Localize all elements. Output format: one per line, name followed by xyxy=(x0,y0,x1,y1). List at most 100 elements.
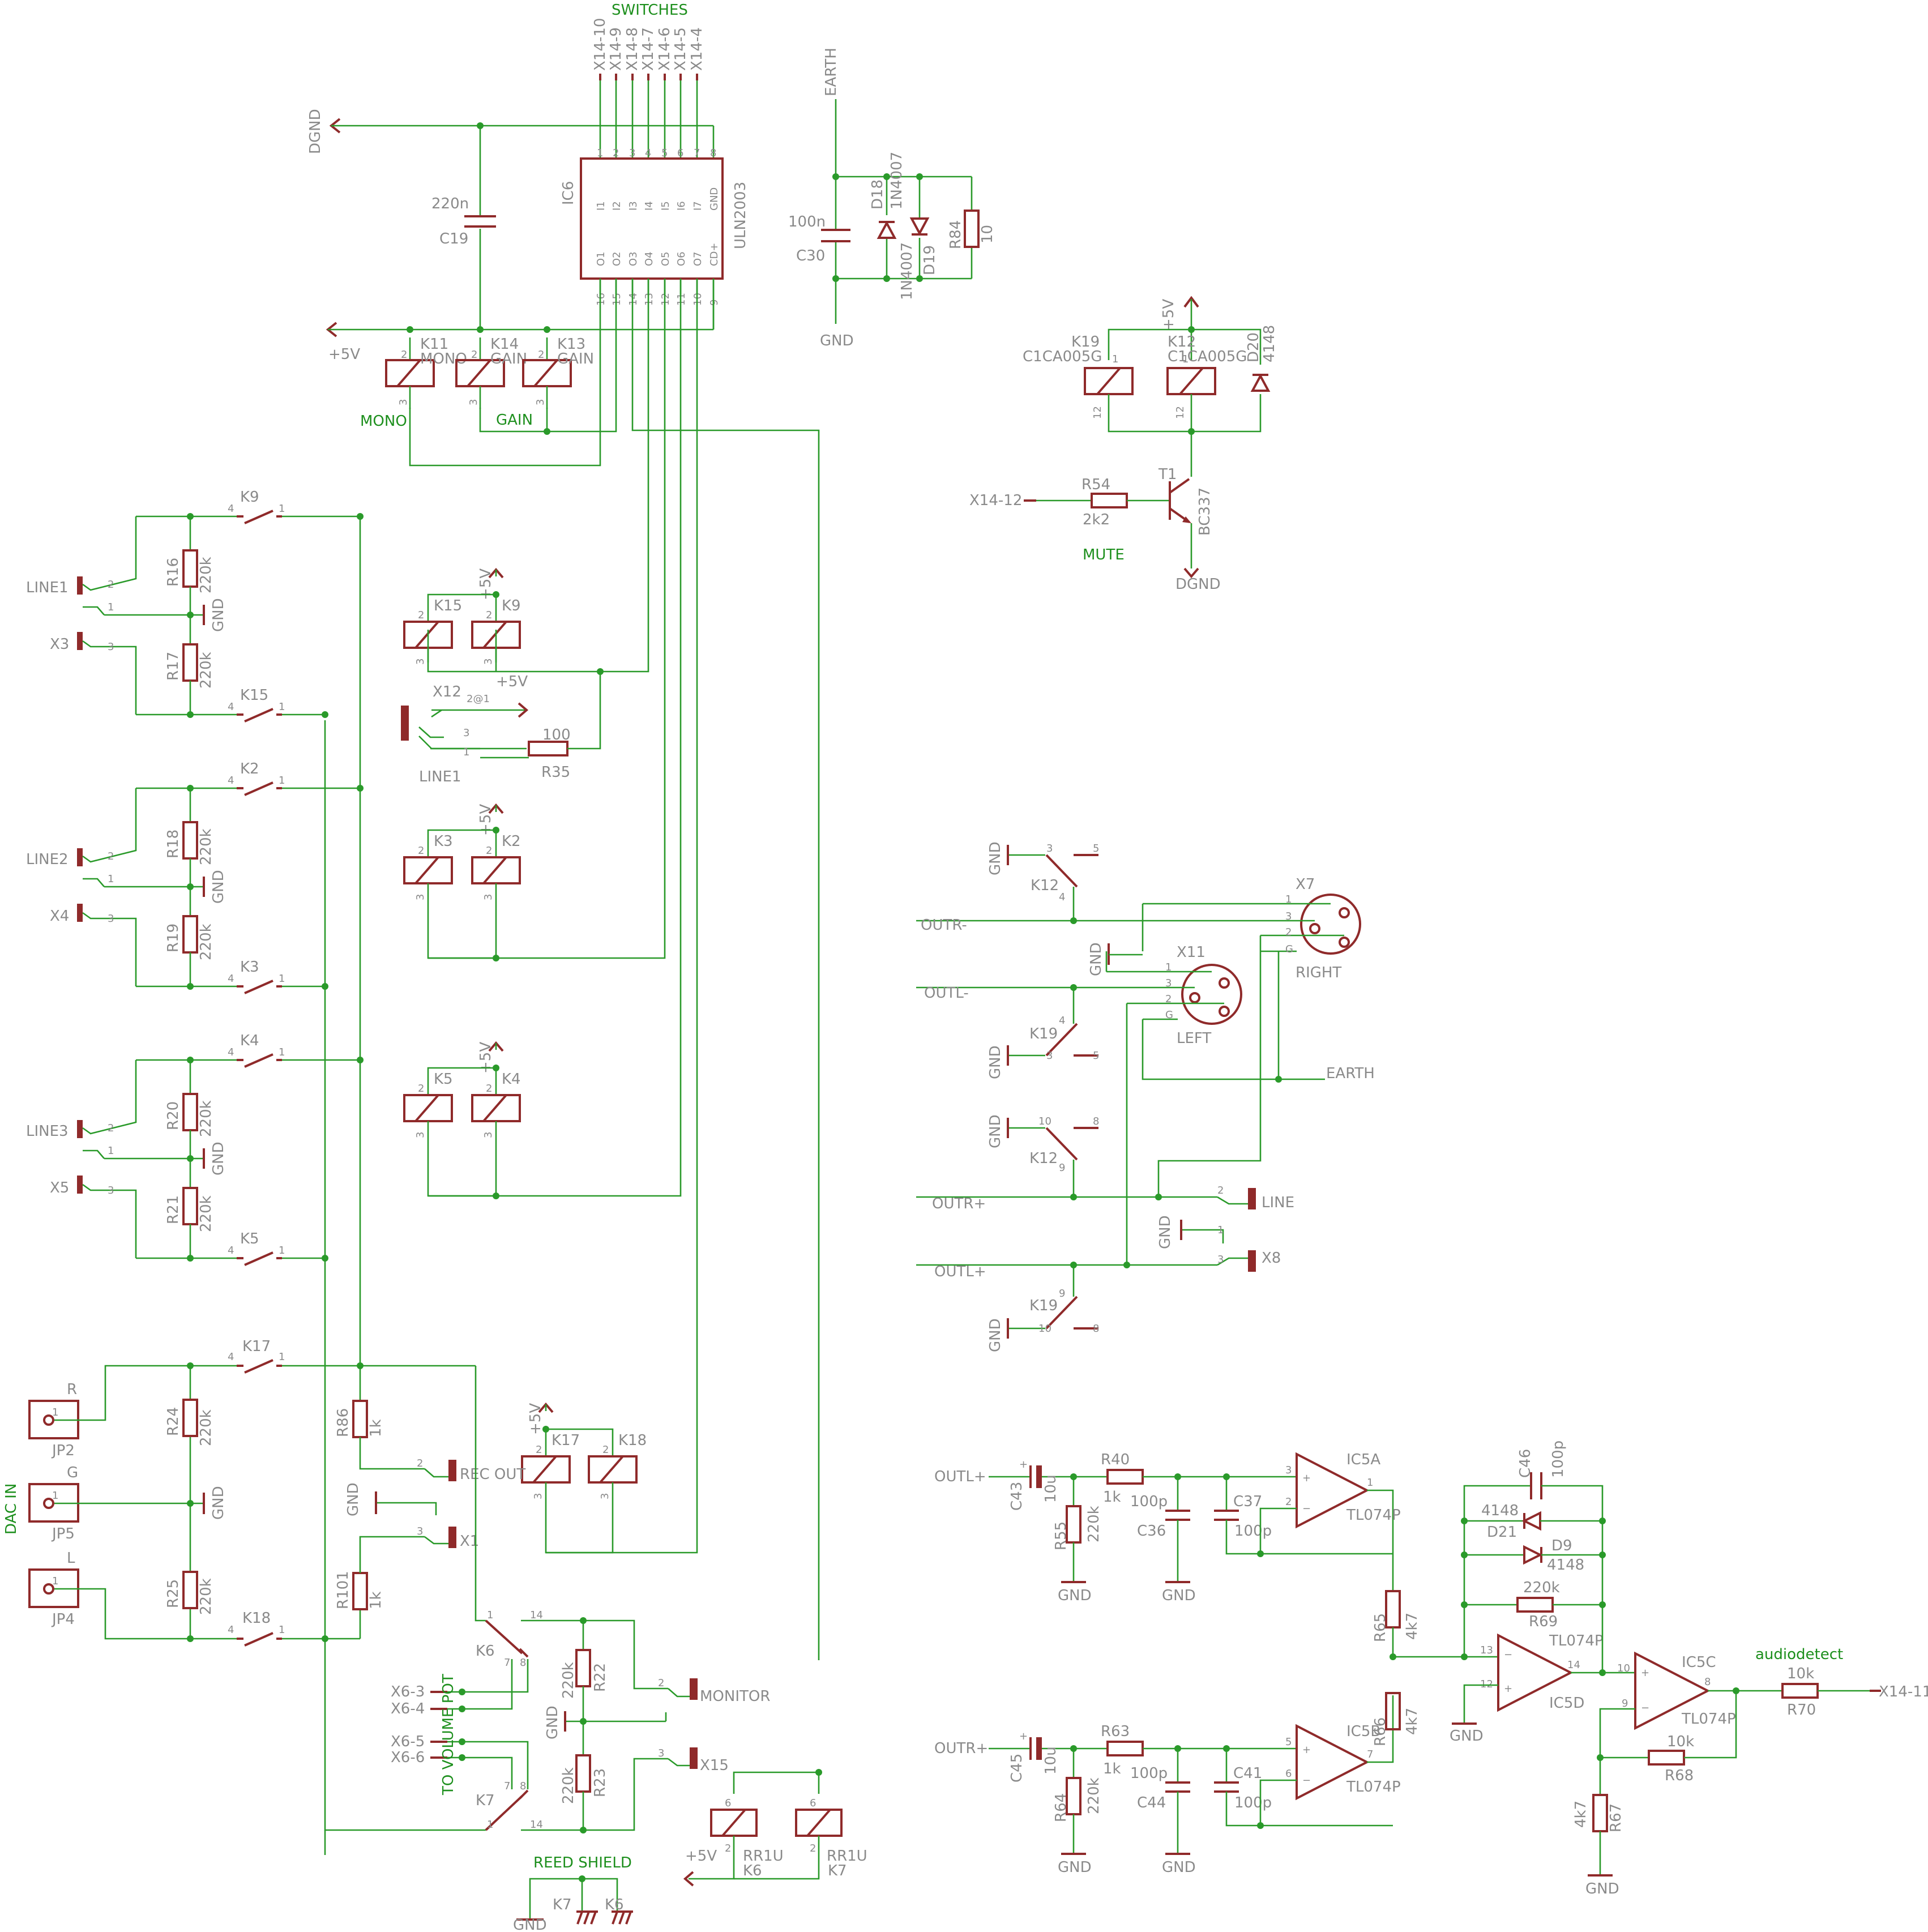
x1-gnd-label: GND xyxy=(345,1482,362,1516)
reed-plus5-label: +5V xyxy=(685,1848,717,1865)
ic6-bottom-pin-6: 11 xyxy=(676,293,687,306)
ic6-input-5: I5 xyxy=(660,201,672,211)
filter_right-r-series-name: R63 xyxy=(1101,1723,1130,1740)
svg-text:8: 8 xyxy=(1093,1323,1099,1335)
svg-text:3: 3 xyxy=(414,659,426,665)
svg-text:3: 3 xyxy=(482,894,494,900)
r86-name: R86 xyxy=(335,1408,352,1437)
r23-value: 220k xyxy=(560,1767,577,1804)
dac-jack-name-3: JP4 xyxy=(51,1611,75,1628)
filter_right-gnd-b: GND xyxy=(1162,1859,1196,1876)
monitor-gnd-label: GND xyxy=(544,1706,561,1739)
outr-minus-label: OUTR- xyxy=(921,917,967,934)
svg-text:5: 5 xyxy=(1093,1050,1099,1062)
ic6-name: IC6 xyxy=(560,181,577,205)
svg-text:1: 1 xyxy=(487,1609,493,1621)
x7-name: X7 xyxy=(1296,876,1315,893)
r70-name: R70 xyxy=(1787,1702,1816,1719)
k12-mute-value: C1CA005G xyxy=(1168,348,1247,365)
ic6-output-7: O7 xyxy=(692,251,704,266)
right-label: RIGHT xyxy=(1296,964,1341,981)
coil-pair-2-a: K3 xyxy=(434,833,453,850)
input-rb-name-1: R17 xyxy=(165,652,182,681)
audiodetect-net: audiodetect xyxy=(1755,1646,1843,1663)
x6-5-label: X6-5 xyxy=(391,1733,425,1750)
svg-text:2: 2 xyxy=(401,349,407,361)
reed-shield-label: REED SHIELD xyxy=(533,1854,632,1871)
input-switch-b-1: K15 xyxy=(240,687,268,704)
ic6-input-6: I6 xyxy=(676,201,687,211)
dac-jack-name-1: JP2 xyxy=(51,1442,75,1459)
dgnd-bus: DGND xyxy=(307,109,715,330)
r69-value: 220k xyxy=(1523,1579,1560,1596)
svg-text:3: 3 xyxy=(1217,1254,1224,1266)
filter_left-gnd-a: GND xyxy=(1058,1587,1092,1604)
top-relay-value-2: GAIN xyxy=(490,351,527,367)
to-volume-pot-label: TO VOLUME POT xyxy=(440,1674,457,1796)
x14-pin-10: X14-10 xyxy=(592,18,609,71)
ic6-top-pin-3: 3 xyxy=(629,147,635,159)
ic6-top-pin-7: 7 xyxy=(694,147,700,159)
dac-gnd-label: GND xyxy=(210,1486,227,1520)
svg-text:+: + xyxy=(1019,1459,1028,1471)
svg-text:9: 9 xyxy=(1059,1288,1065,1300)
svg-text:2: 2 xyxy=(418,845,424,857)
filter_right-r-series-value: 1k xyxy=(1103,1760,1121,1777)
top-relay-name-2: K14 xyxy=(490,336,519,353)
svg-text:4: 4 xyxy=(228,1245,234,1256)
svg-text:2: 2 xyxy=(108,1122,114,1134)
svg-text:2: 2 xyxy=(1217,1185,1224,1196)
svg-text:4: 4 xyxy=(228,775,234,787)
input-rb-name-3: R21 xyxy=(165,1195,182,1224)
k12-contact-a: K12 xyxy=(1031,877,1059,894)
dac-jack-name-2: JP5 xyxy=(51,1525,75,1542)
filter_right-gnd-a: GND xyxy=(1058,1859,1092,1876)
svg-text:12: 12 xyxy=(1174,406,1186,419)
x12-connector: X12 2@1 31 LINE1 100 R35 xyxy=(401,672,601,785)
svg-text:1: 1 xyxy=(52,1575,58,1587)
svg-text:1: 1 xyxy=(1367,1477,1373,1489)
coil-pair-4-a: K17 xyxy=(552,1432,580,1449)
svg-text:8: 8 xyxy=(1093,1115,1099,1127)
dac-jack-letter-2: G xyxy=(67,1464,78,1481)
svg-text:9: 9 xyxy=(1622,1698,1628,1709)
c46-value: 100p xyxy=(1550,1441,1567,1478)
input-rb-name-2: R19 xyxy=(165,924,182,952)
r23-name: R23 xyxy=(592,1768,609,1797)
input-ra-name-3: R20 xyxy=(165,1101,182,1130)
mute-net: MUTE xyxy=(1083,546,1125,563)
input-conn-1: X3 xyxy=(50,636,69,653)
svg-text:3: 3 xyxy=(532,1493,544,1499)
k17-switch-name: K17 xyxy=(242,1338,271,1355)
input-switch-a-3: K4 xyxy=(240,1032,259,1049)
svg-text:1: 1 xyxy=(279,1046,285,1058)
svg-text:3: 3 xyxy=(414,1132,426,1138)
d21-name: D21 xyxy=(1487,1524,1517,1541)
filter_left-r-shunt-value: 220k xyxy=(1085,1506,1102,1542)
svg-text:8: 8 xyxy=(520,1657,526,1669)
ic6-bottom-pin-7: 10 xyxy=(692,293,704,306)
t1-dgnd-label: DGND xyxy=(1175,576,1221,593)
top-relay-value-3: GAIN xyxy=(557,351,594,367)
ic6-top-pin-8: 8 xyxy=(710,147,716,159)
svg-text:4: 4 xyxy=(1059,1015,1065,1027)
c30-value: 100n xyxy=(788,213,826,230)
svg-text:−: − xyxy=(1641,1702,1649,1714)
ic5d-name: IC5D xyxy=(1549,1695,1584,1712)
input-jack-1: LINE1 xyxy=(26,579,69,596)
k6-reed-name: K6 xyxy=(743,1862,762,1879)
filter_right-cap-b-value: 100p xyxy=(1234,1794,1272,1811)
r84-name: R84 xyxy=(947,220,964,249)
svg-text:4: 4 xyxy=(228,503,234,515)
x6-6-label: X6-6 xyxy=(391,1749,425,1766)
r22-name: R22 xyxy=(592,1663,609,1692)
svg-text:1: 1 xyxy=(108,601,114,613)
input-ra-name-2: R18 xyxy=(165,830,182,858)
svg-text:1: 1 xyxy=(279,775,285,787)
ic6-output-1: O1 xyxy=(595,251,607,266)
